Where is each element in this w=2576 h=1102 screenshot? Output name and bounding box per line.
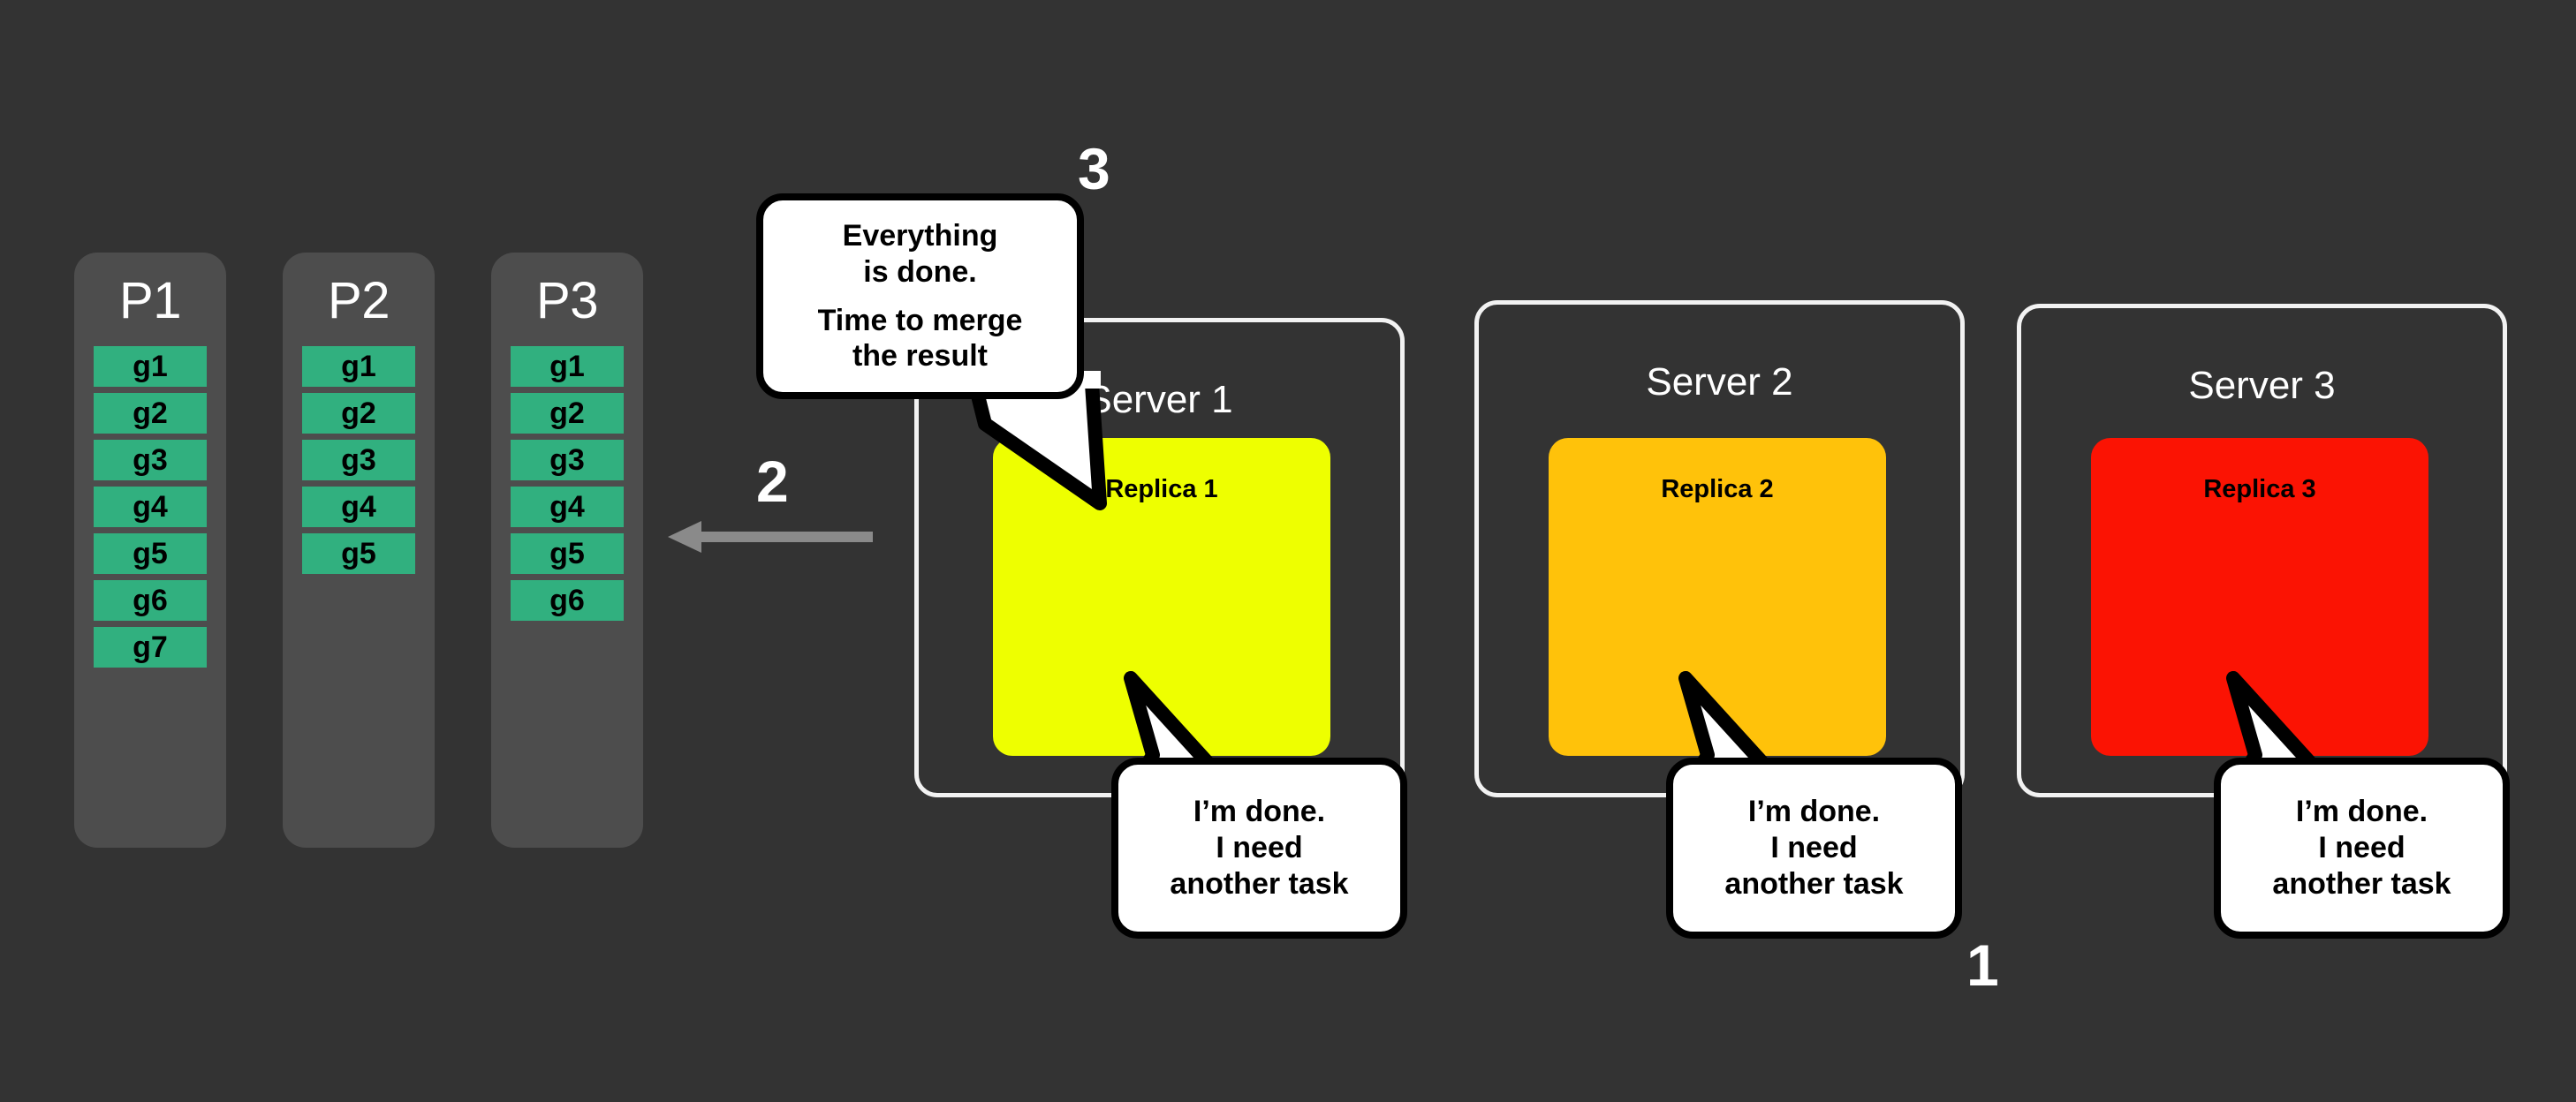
chunk-item: g7 xyxy=(94,627,207,668)
bubble-text-line: is done. xyxy=(863,254,977,289)
server-title: Server 2 xyxy=(1646,360,1793,404)
partition-title: P1 xyxy=(119,272,181,329)
replica-block-2: Replica 2 xyxy=(1549,438,1886,756)
chunk-item: g3 xyxy=(302,440,415,480)
replica-block-3: Replica 3 xyxy=(2091,438,2428,756)
partition-chunk-list: g1 g2 g3 g4 g5 xyxy=(283,346,435,590)
chunk-item: g1 xyxy=(302,346,415,387)
chunk-item: g2 xyxy=(302,393,415,434)
chunk-item: g2 xyxy=(511,393,624,434)
chunk-item: g5 xyxy=(94,533,207,574)
partition-column-p2: P2 g1 g2 g3 g4 g5 xyxy=(283,253,435,848)
replica-label: Replica 1 xyxy=(1105,475,1218,503)
partition-title: P2 xyxy=(328,272,390,329)
merge-speech-bubble: Everything is done. Time to merge the re… xyxy=(756,193,1084,399)
bubble-text-line: I’m done. xyxy=(1193,795,1326,829)
worker-speech-bubble-2: I’m done. I need another task xyxy=(1666,758,1962,939)
partition-chunk-list: g1 g2 g3 g4 g5 g6 g7 xyxy=(74,346,226,683)
step-number-3: 3 xyxy=(1078,136,1110,201)
worker-speech-bubble-1: I’m done. I need another task xyxy=(1111,758,1407,939)
step-number-1: 1 xyxy=(1966,932,1999,998)
step-number-2: 2 xyxy=(756,449,789,514)
bubble-text-line: I need xyxy=(1770,831,1858,865)
chunk-item: g5 xyxy=(302,533,415,574)
chunk-item: g2 xyxy=(94,393,207,434)
chunk-item: g6 xyxy=(94,580,207,621)
replica-label: Replica 2 xyxy=(1661,475,1774,503)
server-title: Server 3 xyxy=(2188,364,2336,407)
bubble-text-line: I need xyxy=(2318,831,2406,865)
bubble-text-line: Everything xyxy=(842,218,998,253)
chunk-item: g5 xyxy=(511,533,624,574)
bubble-text-line: I’m done. xyxy=(1747,795,1881,829)
server-title: Server 1 xyxy=(1086,378,1233,421)
replica-block-1: Replica 1 xyxy=(993,438,1330,756)
chunk-item: g4 xyxy=(511,487,624,527)
chunk-item: g1 xyxy=(511,346,624,387)
chunk-item: g3 xyxy=(94,440,207,480)
bubble-text-line: another task xyxy=(2272,866,2451,901)
bubble-text-line: I need xyxy=(1216,831,1303,865)
partition-column-p1: P1 g1 g2 g3 g4 g5 g6 g7 xyxy=(74,253,226,848)
chunk-item: g3 xyxy=(511,440,624,480)
partition-chunk-list: g1 g2 g3 g4 g5 g6 xyxy=(491,346,643,637)
bubble-text-line: the result xyxy=(852,339,989,374)
chunk-item: g4 xyxy=(94,487,207,527)
merge-arrow-icon xyxy=(668,519,873,555)
chunk-item: g1 xyxy=(94,346,207,387)
bubble-text-line: Time to merge xyxy=(817,303,1023,337)
bubble-text-line: I’m done. xyxy=(2295,795,2428,829)
chunk-item: g4 xyxy=(302,487,415,527)
chunk-item: g6 xyxy=(511,580,624,621)
bubble-text-line: another task xyxy=(1724,866,1904,901)
partition-column-p3: P3 g1 g2 g3 g4 g5 g6 xyxy=(491,253,643,848)
partition-title: P3 xyxy=(536,272,598,329)
replica-label: Replica 3 xyxy=(2203,475,2316,503)
bubble-text-line: another task xyxy=(1170,866,1349,901)
worker-speech-bubble-3: I’m done. I need another task xyxy=(2214,758,2510,939)
